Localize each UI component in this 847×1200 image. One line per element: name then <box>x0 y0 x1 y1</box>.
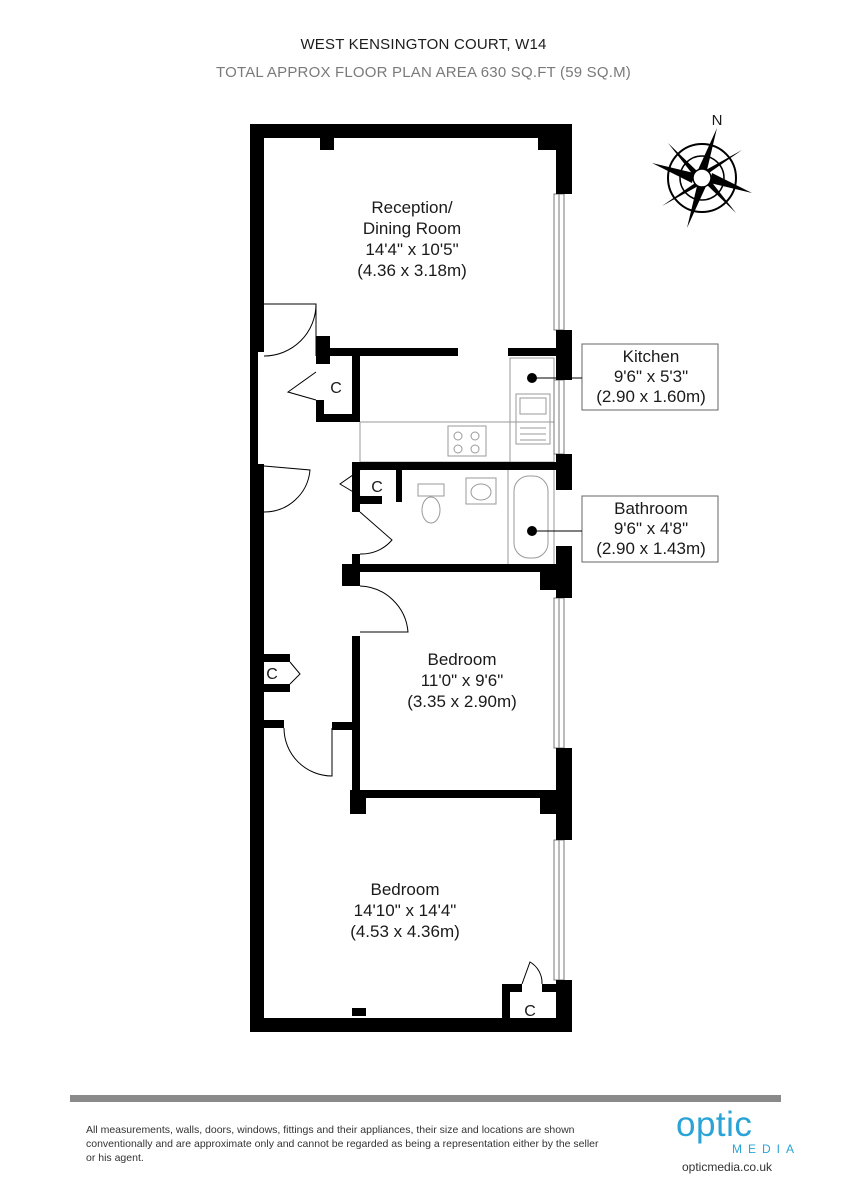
bathroom-name: Bathroom <box>614 499 688 518</box>
optic-media-logo: optic MEDIA opticmedia.co.uk <box>676 1105 794 1175</box>
room-kitchen-label: Kitchen 9'6" x 5'3" (2.90 x 1.60m) <box>527 343 719 411</box>
reception-imperial: 14'4" x 10'5" <box>365 240 458 259</box>
kitchen-imperial: 9'6" x 5'3" <box>614 367 688 386</box>
room-bedroom2-label: Bedroom 14'10" x 14'4" (4.53 x 4.36m) <box>350 880 460 941</box>
compass-icon: N <box>652 112 752 228</box>
compass-north-label: N <box>712 112 723 129</box>
bedroom1-imperial: 11'0" x 9'6" <box>421 671 504 690</box>
disclaimer-text: All measurements, walls, doors, windows,… <box>86 1124 599 1164</box>
reception-name-line2: Dining Room <box>363 219 461 238</box>
reception-name-line1: Reception/ <box>371 198 453 217</box>
cupboard-label: C <box>330 380 342 397</box>
door-swings <box>263 303 543 985</box>
room-bedroom1-label: Bedroom 11'0" x 9'6" (3.35 x 2.90m) <box>407 650 517 711</box>
bathroom-metric: (2.90 x 1.43m) <box>596 539 706 558</box>
logo-main-text: optic <box>676 1105 753 1144</box>
footer-divider <box>70 1095 781 1102</box>
bathroom-imperial: 9'6" x 4'8" <box>614 519 688 538</box>
cupboard-label: C <box>524 1003 536 1020</box>
bedroom1-metric: (3.35 x 2.90m) <box>407 692 517 711</box>
windows <box>553 193 565 981</box>
reception-metric: (4.36 x 3.18m) <box>357 261 467 280</box>
kitchen-name: Kitchen <box>623 347 680 366</box>
logo-url: opticmedia.co.uk <box>682 1160 773 1174</box>
page-title: WEST KENSINGTON COURT, W14 <box>300 36 547 53</box>
bedroom2-name: Bedroom <box>371 880 440 899</box>
bedroom1-name: Bedroom <box>428 650 497 669</box>
bathroom-fixtures <box>417 467 555 567</box>
bedroom2-imperial: 14'10" x 14'4" <box>354 901 457 920</box>
cupboard-label: C <box>371 479 383 496</box>
room-bathroom-label: Bathroom 9'6" x 4'8" (2.90 x 1.43m) <box>527 495 719 563</box>
bedroom2-metric: (4.53 x 4.36m) <box>350 922 460 941</box>
kitchen-pointer-icon <box>527 373 537 383</box>
walls <box>250 124 572 1032</box>
room-reception-label: Reception/ Dining Room 14'4" x 10'5" (4.… <box>357 198 467 280</box>
floor-plan: N <box>250 112 752 1032</box>
kitchen-metric: (2.90 x 1.60m) <box>596 387 706 406</box>
kitchen-fixtures <box>359 357 555 463</box>
cupboard-label: C <box>266 666 278 683</box>
logo-sub-text: MEDIA <box>732 1142 801 1156</box>
page-subtitle: TOTAL APPROX FLOOR PLAN AREA 630 SQ.FT (… <box>215 64 631 81</box>
bathroom-pointer-icon <box>527 526 537 536</box>
